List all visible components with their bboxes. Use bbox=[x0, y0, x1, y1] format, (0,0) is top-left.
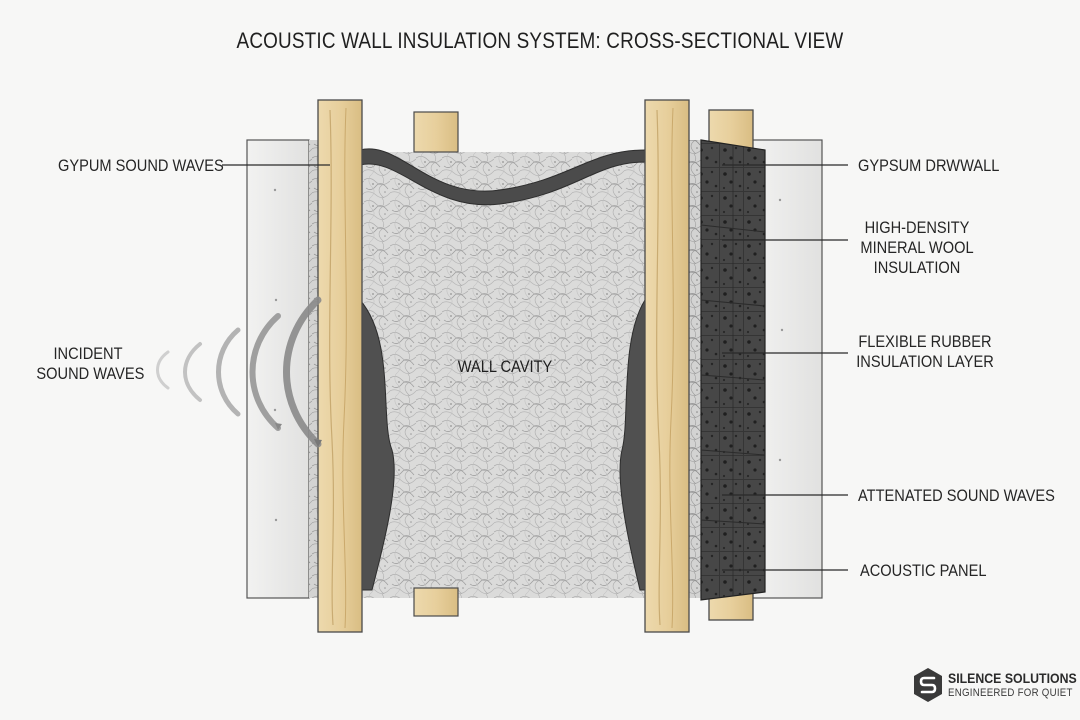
leader-lines bbox=[222, 164, 848, 571]
left-stud bbox=[317, 99, 363, 633]
label-incident-line-1: INCIDENT bbox=[53, 344, 123, 363]
left-drywall bbox=[246, 139, 310, 599]
rubber-layer bbox=[359, 148, 646, 591]
label-rubber-layer: FLEXIBLE RUBBER INSULATION LAYER bbox=[854, 332, 997, 372]
brand-logo-icon bbox=[914, 668, 942, 702]
label-attenuated-sound-waves: ATTENATED SOUND WAVES bbox=[858, 486, 1055, 505]
label-mineral-line-1: HIGH-DENSITY bbox=[864, 218, 970, 237]
cavity-mineral-wool bbox=[358, 152, 645, 598]
label-rubber-line-1: FLEXIBLE RUBBER bbox=[858, 332, 992, 351]
right-wool-strip bbox=[688, 140, 702, 598]
acoustic-panel bbox=[700, 139, 766, 601]
label-acoustic-panel: ACOUSTIC PANEL bbox=[860, 561, 987, 580]
right-stud bbox=[644, 99, 690, 633]
brand-name: SILENCE SOLUTIONS bbox=[948, 670, 1077, 686]
label-rubber-line-2: INSULATION LAYER bbox=[856, 352, 994, 371]
sound-wave-arcs bbox=[156, 296, 322, 448]
label-incident-line-2: SOUND WAVES bbox=[36, 364, 145, 383]
label-incident-sound-waves: INCIDENT SOUND WAVES bbox=[36, 344, 145, 384]
label-wall-cavity: WALL CAVITY bbox=[457, 357, 553, 376]
label-mineral-line-3: INSULATION bbox=[873, 258, 961, 277]
label-left-top: GYPUM SOUND WAVES bbox=[58, 156, 224, 175]
diagram-title: ACOUSTIC WALL INSULATION SYSTEM: CROSS-S… bbox=[236, 28, 844, 53]
brand-tagline: ENGINEERED FOR QUIET bbox=[948, 687, 1073, 699]
label-gypsum-drywall: GYPSUM DRWWALL bbox=[858, 156, 1000, 175]
label-mineral-wool: HIGH-DENSITY MINERAL WOOL INSULATION bbox=[853, 218, 982, 278]
center-stud bbox=[413, 111, 459, 617]
label-mineral-line-2: MINERAL WOOL bbox=[860, 238, 974, 257]
